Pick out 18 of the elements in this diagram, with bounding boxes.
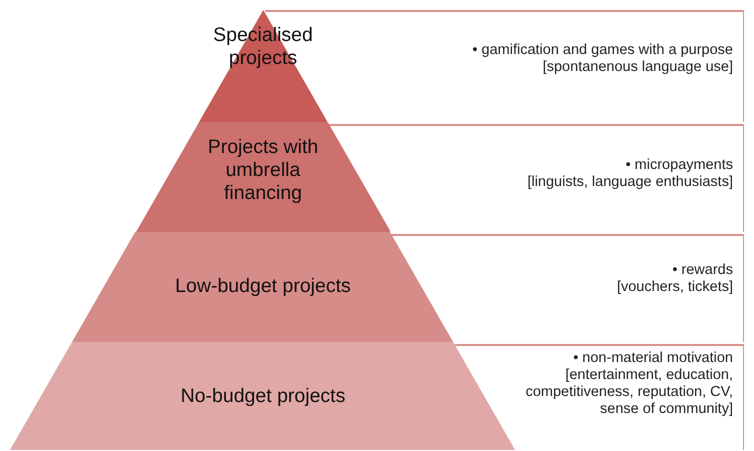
bullet-text: • micropayments (624, 157, 733, 174)
text-panel (329, 10, 744, 122)
pyramid-level (72, 232, 454, 342)
text-panel (455, 234, 744, 342)
level-label: No-budget projects (180, 385, 346, 408)
pyramid-level (136, 122, 390, 232)
level-label: Projects with umbrella financing (206, 136, 320, 205)
text-panel (392, 124, 744, 232)
bullet-text: • gamification and games with a purpose (472, 42, 733, 59)
pyramid-level (198, 10, 328, 122)
bullet-text: • non-material motivation (572, 350, 733, 367)
bullet-text: • rewards (671, 262, 733, 279)
detail-text: [linguists, language enthusiasts] (527, 174, 733, 191)
detail-text: [vouchers, tickets] (616, 279, 733, 296)
level-label: Low-budget projects (174, 275, 352, 298)
detail-text: [entertainment, education, competitiveness, reputation, CV, sense of community] (524, 367, 733, 418)
pyramid-level (10, 342, 516, 450)
detail-text: [spontanenous language use] (542, 59, 733, 76)
